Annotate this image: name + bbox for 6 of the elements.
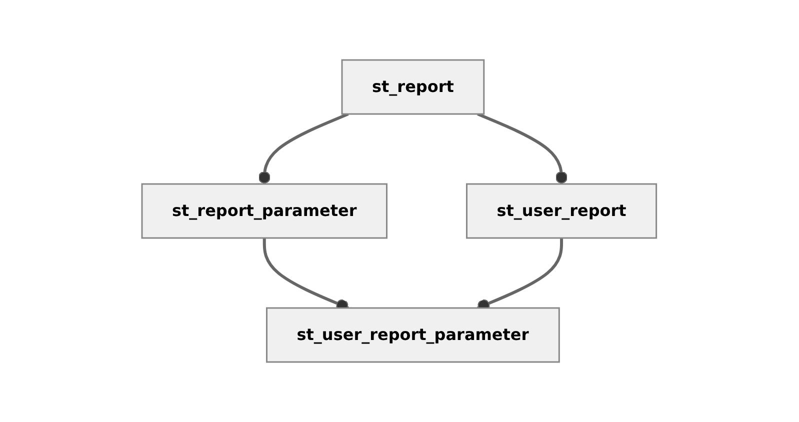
node-box: st_user_report [466,183,658,239]
connector [477,112,568,184]
node-box: st_user_report_parameter [266,307,560,363]
node-box: st_report [342,59,485,115]
node-box: st_report_parameter [142,183,388,239]
connector [258,112,350,184]
